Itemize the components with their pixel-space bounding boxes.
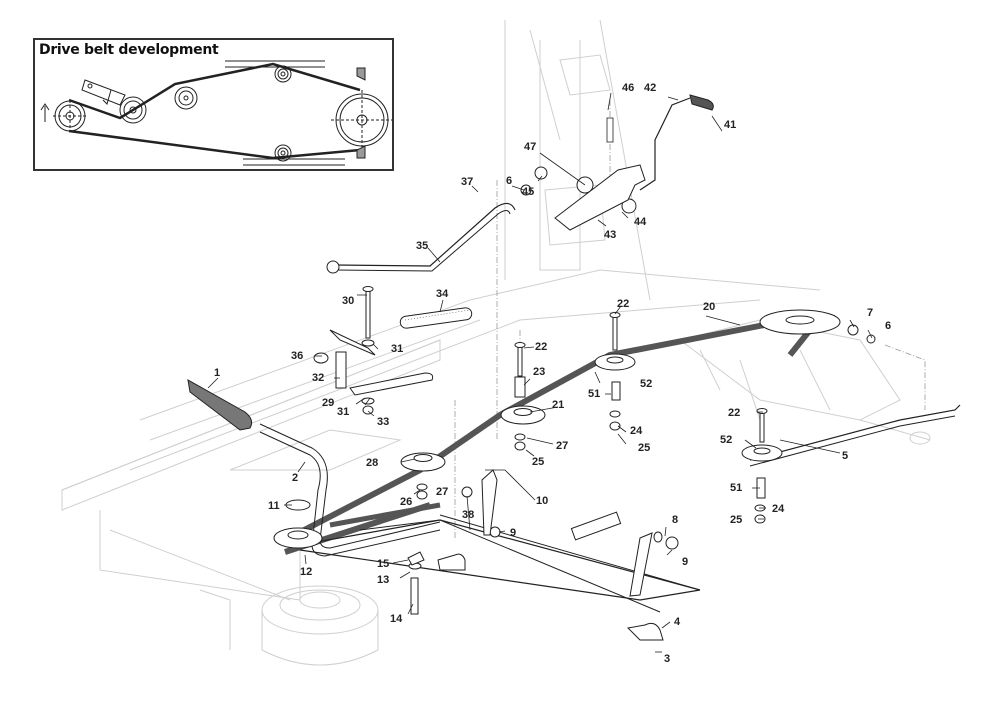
label-part-46[interactable]: 46 [622,82,635,94]
rod-right-inner [749,415,956,467]
label-part-52-lower[interactable]: 52 [720,434,733,446]
transmission-pulley [759,309,841,335]
label-part-32[interactable]: 32 [312,372,325,384]
spring-46 [606,117,614,143]
label-part-34[interactable]: 34 [436,288,449,300]
label-part-43[interactable]: 43 [604,229,617,241]
pulleys [273,353,783,549]
label-part-51-lower[interactable]: 51 [730,482,743,494]
label-part-25-lower[interactable]: 25 [730,514,743,526]
rod-35 [334,202,516,267]
label-part-33[interactable]: 33 [377,416,390,428]
label-part-22-upper[interactable]: 22 [617,298,630,310]
clamp-bracket-left [437,553,466,571]
belt-routing-diagram [40,60,392,166]
label-part-9-left[interactable]: 9 [510,527,517,539]
label-part-45[interactable]: 45 [522,186,535,198]
label-part-6-upper[interactable]: 6 [506,175,513,187]
label-part-31-upper[interactable]: 31 [391,343,404,355]
label-part-5[interactable]: 5 [842,450,849,462]
spring [399,307,473,329]
leader-lines [207,92,873,653]
lever [639,97,691,191]
label-part-26[interactable]: 26 [400,496,413,508]
rod-35-inner [334,210,511,272]
label-part-23[interactable]: 23 [533,366,546,378]
label-part-42[interactable]: 42 [644,82,657,94]
belt-guide-pad [187,379,253,431]
label-part-27-center[interactable]: 27 [556,440,569,452]
label-part-36[interactable]: 36 [291,350,304,362]
label-part-7[interactable]: 7 [867,307,874,319]
label-part-3[interactable]: 3 [664,653,671,665]
chassis-frame-ghost [61,19,931,666]
label-part-1[interactable]: 1 [214,367,221,379]
label-part-25-center[interactable]: 25 [532,456,545,468]
inset-title: Drive belt development [39,42,219,58]
tensioner-arm [349,372,434,396]
bracket-plate [554,164,646,231]
label-part-37[interactable]: 37 [461,176,474,188]
label-part-28[interactable]: 28 [366,457,379,469]
label-part-41[interactable]: 41 [724,119,737,131]
label-part-38[interactable]: 38 [462,509,475,521]
label-part-6-right[interactable]: 6 [885,320,892,332]
label-part-31-lower[interactable]: 31 [337,406,350,418]
label-part-24-lower[interactable]: 24 [772,503,785,515]
label-part-51-upper[interactable]: 51 [588,388,601,400]
drive-belt-development-inset: Drive belt development [33,38,394,171]
clamp-bracket [626,622,664,641]
belt-guide-bracket [259,431,441,557]
label-part-12[interactable]: 12 [300,566,313,578]
label-part-15[interactable]: 15 [377,558,390,570]
label-part-29[interactable]: 29 [322,397,335,409]
vertical-arm [629,532,653,597]
label-part-2[interactable]: 2 [292,472,299,484]
label-part-21[interactable]: 21 [552,399,565,411]
label-part-8[interactable]: 8 [672,514,679,526]
belt-guide-bracket-inner [259,423,441,549]
upper-plate [329,329,376,356]
knob [689,94,714,111]
label-part-9-right[interactable]: 9 [682,556,689,568]
label-part-20[interactable]: 20 [703,301,716,313]
label-part-44[interactable]: 44 [634,216,647,228]
label-part-10[interactable]: 10 [536,495,549,507]
label-part-22-center[interactable]: 22 [535,341,548,353]
spring-assembly [570,511,622,541]
label-part-14[interactable]: 14 [390,613,403,625]
label-part-47[interactable]: 47 [524,141,537,153]
label-part-35[interactable]: 35 [416,240,429,252]
label-part-11[interactable]: 11 [268,500,280,512]
label-part-24-upper[interactable]: 24 [630,425,643,437]
label-part-4[interactable]: 4 [674,616,681,628]
label-part-52-upper[interactable]: 52 [640,378,653,390]
lever-arm [481,469,498,536]
label-part-25-upper[interactable]: 25 [638,442,651,454]
label-part-13[interactable]: 13 [377,574,390,586]
label-part-30[interactable]: 30 [342,295,355,307]
label-part-27-left[interactable]: 27 [436,486,449,498]
label-part-22-right[interactable]: 22 [728,407,741,419]
rod-right [749,404,961,461]
